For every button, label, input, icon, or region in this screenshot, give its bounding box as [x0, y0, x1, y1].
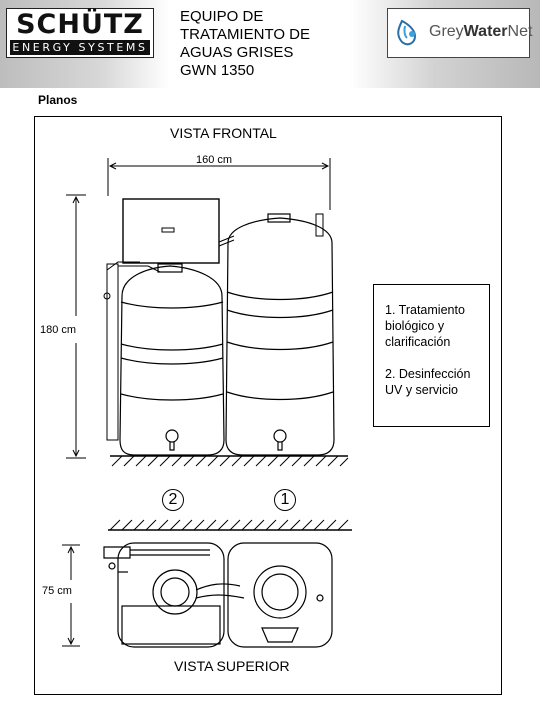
gwn-word-net: Net — [507, 23, 533, 40]
section-label: Planos — [38, 93, 78, 107]
tank-1-front — [225, 213, 335, 456]
depth-dimension-line — [62, 544, 80, 647]
top-view-title: VISTA SUPERIOR — [174, 658, 290, 674]
front-ground-line — [110, 455, 349, 467]
gwn-word-grey: Grey — [429, 23, 464, 40]
tank-2-top — [103, 542, 225, 648]
schutz-logo-subtitle: ENERGY SYSTEMS — [10, 40, 150, 55]
tank-2-front — [119, 263, 225, 456]
pipe-assembly — [103, 213, 324, 441]
title-line-3: AGUAS GRISES — [180, 44, 294, 61]
water-drop-icon — [397, 19, 417, 46]
title-line-2: TRATAMIENTO DE — [180, 26, 311, 43]
greywaternet-wordmark: GreyWaterNet — [429, 23, 532, 41]
depth-dimension-label: 75 cm — [42, 585, 72, 597]
legend-item-1: 1. Tratamiento biológico y clarificación — [385, 303, 465, 349]
top-view-wall-line — [108, 519, 352, 531]
height-dimension-line — [66, 194, 86, 459]
title-line-4: GWN 1350 — [180, 62, 255, 79]
schutz-logo-word: SCHÜTZ — [16, 9, 144, 40]
height-dimension-label: 180 cm — [40, 324, 77, 336]
document-title: EQUIPO DE TRATAMIENTO DE AGUAS GRISES GW… — [180, 8, 340, 80]
greywaternet-logo: GreyWaterNet — [387, 8, 532, 58]
schutz-logo: SCHÜTZ ENERGY SYSTEMS — [6, 8, 154, 58]
gwn-word-water: Water — [463, 23, 508, 40]
title-line-1: EQUIPO DE — [180, 8, 264, 25]
width-dimension-line — [107, 158, 331, 210]
width-dimension-label: 160 cm — [196, 154, 233, 166]
front-view-title: VISTA FRONTAL — [170, 125, 277, 141]
control-cabinet — [122, 198, 235, 264]
tank-1-top — [195, 542, 333, 648]
tank-2-number: 2 — [162, 489, 184, 511]
legend-box: 1. Tratamiento biológico y clarificación… — [373, 284, 490, 427]
tank-1-number: 1 — [274, 489, 296, 511]
legend-item-2: 2. Desinfección UV y servicio — [385, 367, 471, 397]
drawing-frame — [34, 116, 502, 695]
